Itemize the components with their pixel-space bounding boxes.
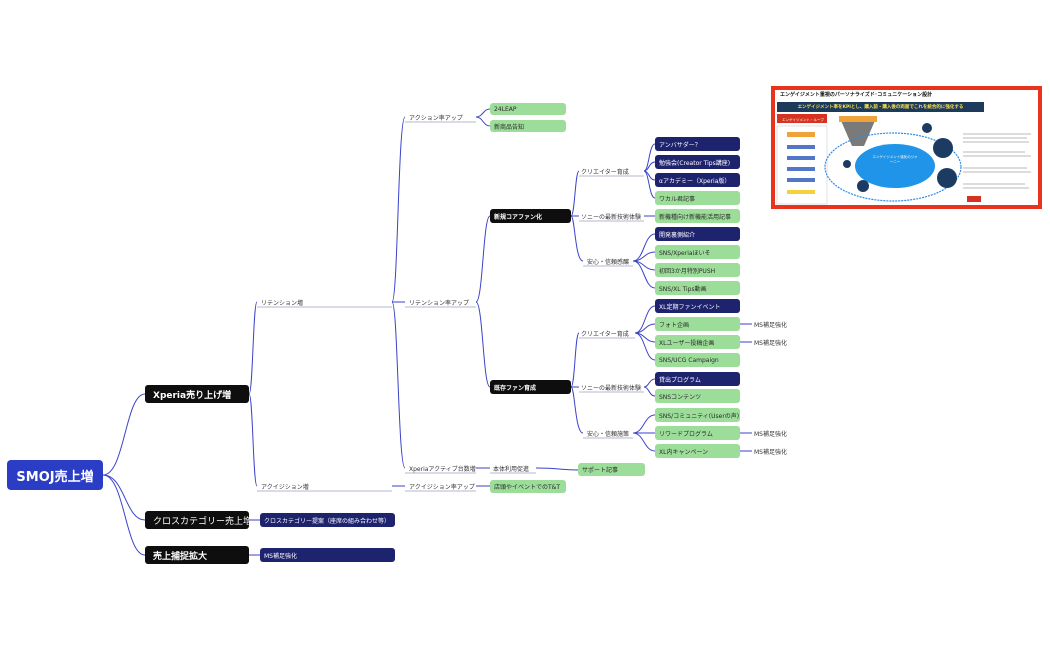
ms-label[interactable]: MS補足強化 (754, 448, 787, 456)
existing-tech-item[interactable]: 貸出プログラム (655, 372, 740, 386)
slide-title: エンゲイジメント重視のパーソナライズド･コミュニケーション設計 (780, 92, 933, 98)
slide-banner: エンゲイジメント率をKPIとし、購入前・購入後の両面でこれを統合的に強化する (777, 102, 984, 112)
ms-label[interactable]: MS補足強化 (754, 339, 787, 347)
new-fan-security-item[interactable]: SNS/Xperiaほいそ (655, 245, 740, 259)
acquisition-rate-up-node[interactable]: アクイジション率アップ (409, 483, 475, 491)
slide-loop-label: エンゲイジメント・ループ (782, 117, 824, 122)
store-event-tt-node[interactable]: 店頭やイベントでのT&T (490, 480, 566, 493)
action-item-new-product[interactable]: 新商品告知 (490, 120, 566, 132)
action-item-24leap[interactable]: 24LEAP (490, 103, 566, 115)
sales-capture-node[interactable]: 売上捕捉拡大 (145, 546, 249, 564)
retention-node[interactable]: リテンション増 (261, 299, 304, 307)
existing-creator-item[interactable]: XL定期ファンイベント (655, 299, 740, 313)
support-article-node[interactable]: サポート記事 (578, 463, 645, 476)
existing-creator-item[interactable]: XLユーザー投稿企画 (655, 335, 740, 349)
ms-label[interactable]: MS補足強化 (754, 321, 787, 329)
existing-fan-creator-group[interactable]: クリエイター育成 (581, 330, 629, 338)
existing-security-item[interactable]: リワードプログラム (655, 426, 740, 440)
ms-label[interactable]: MS補足強化 (754, 430, 787, 438)
new-fan-security-item[interactable]: 初回3か月特別PUSH (655, 263, 740, 277)
cross-category-proposal-node[interactable]: クロスカテゴリー提案（座席の組み合わせ等） (260, 513, 395, 527)
new-fan-tech-item[interactable]: 新機種向け新機能活用記事 (655, 209, 740, 223)
xperia-sales-node[interactable]: Xperia売り上げ増 (145, 385, 249, 403)
root-node[interactable]: SMOJ売上増 (7, 460, 103, 490)
new-fan-creator-item[interactable]: アンバサダー？ (655, 137, 740, 151)
existing-fan-tech-group[interactable]: ソニーの最新技術体験 (581, 384, 642, 392)
slide-center-text: エンゲイジメント強化のジャーニー (872, 155, 918, 164)
new-fan-security-group[interactable]: 安心・信頼感醸 (587, 258, 630, 266)
new-core-fan-node[interactable]: 新規コアファン化 (490, 209, 571, 223)
existing-fan-node[interactable]: 既存ファン育成 (490, 380, 571, 394)
new-fan-tech-group[interactable]: ソニーの最新技術体験 (581, 213, 642, 221)
cross-category-node[interactable]: クロスカテゴリー売上増 (145, 511, 249, 529)
connectors (102, 108, 752, 556)
action-rate-up-node[interactable]: アクション率アップ (409, 114, 463, 122)
active-devices-node[interactable]: Xperiaアクティブ台数増 (409, 465, 476, 473)
new-fan-creator-item[interactable]: ワカル君記事 (655, 191, 740, 205)
body-usage-node[interactable]: 本体利用促進 (493, 465, 530, 473)
existing-creator-item[interactable]: フォト企画 (655, 317, 740, 331)
new-fan-security-item[interactable]: 開発裏側紹介 (655, 227, 740, 241)
ms-support-node[interactable]: MS補足強化 (260, 548, 395, 562)
slide-graphic (776, 114, 1037, 205)
new-fan-creator-group[interactable]: クリエイター育成 (581, 168, 629, 176)
new-fan-creator-item[interactable]: αアカデミー（Xperia版） (655, 173, 740, 187)
existing-tech-item[interactable]: SNSコンテンツ (655, 389, 740, 403)
existing-security-item[interactable]: SNS/コミュニティ(Userの声) (655, 408, 740, 422)
retention-rate-up-node[interactable]: リテンション率アップ (409, 299, 470, 307)
label-underlines (257, 121, 644, 492)
new-fan-creator-item[interactable]: 勉強会(Creator Tips講座) (655, 155, 740, 169)
existing-fan-security-group[interactable]: 安心・信頼施策 (587, 430, 630, 438)
existing-creator-item[interactable]: SNS/UCG Campaign (655, 353, 740, 367)
acquisition-node[interactable]: アクイジション増 (261, 483, 309, 491)
existing-security-item[interactable]: XL内キャンペーン (655, 444, 740, 458)
new-fan-security-item[interactable]: SNS/XL Tips動画 (655, 281, 740, 295)
embedded-slide-image[interactable]: エンゲイジメント重視のパーソナライズド･コミュニケーション設計 エンゲイジメント… (771, 86, 1042, 209)
